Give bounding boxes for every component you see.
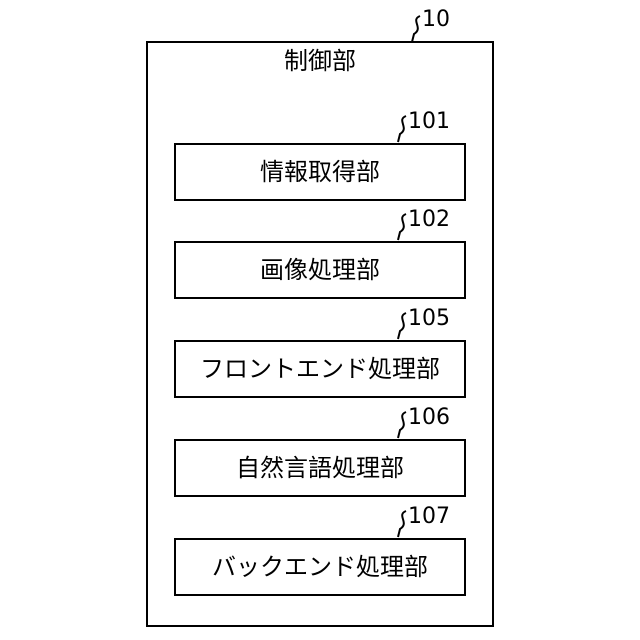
block-4-ref: 106 <box>408 406 450 430</box>
block-5-label: バックエンド処理部 <box>212 552 428 582</box>
block-1-label: 情報取得部 <box>260 157 380 187</box>
block-1-ref: 101 <box>408 110 450 134</box>
image-processing-unit: 画像処理部 <box>174 241 466 299</box>
block-4-label: 自然言語処理部 <box>236 453 404 483</box>
block-3-label: フロントエンド処理部 <box>200 354 440 384</box>
block-2-ref: 102 <box>408 208 450 232</box>
back-end-processing-unit: バックエンド処理部 <box>174 538 466 596</box>
front-end-processing-unit: フロントエンド処理部 <box>174 340 466 398</box>
natural-language-processing-unit: 自然言語処理部 <box>174 439 466 497</box>
block-5-ref: 107 <box>408 505 450 529</box>
control-unit-label: 制御部 <box>146 46 494 76</box>
block-2-label: 画像処理部 <box>260 255 380 285</box>
block-3-ref: 105 <box>408 307 450 331</box>
information-acquisition-unit: 情報取得部 <box>174 143 466 201</box>
control-unit-ref: 10 <box>422 8 450 32</box>
